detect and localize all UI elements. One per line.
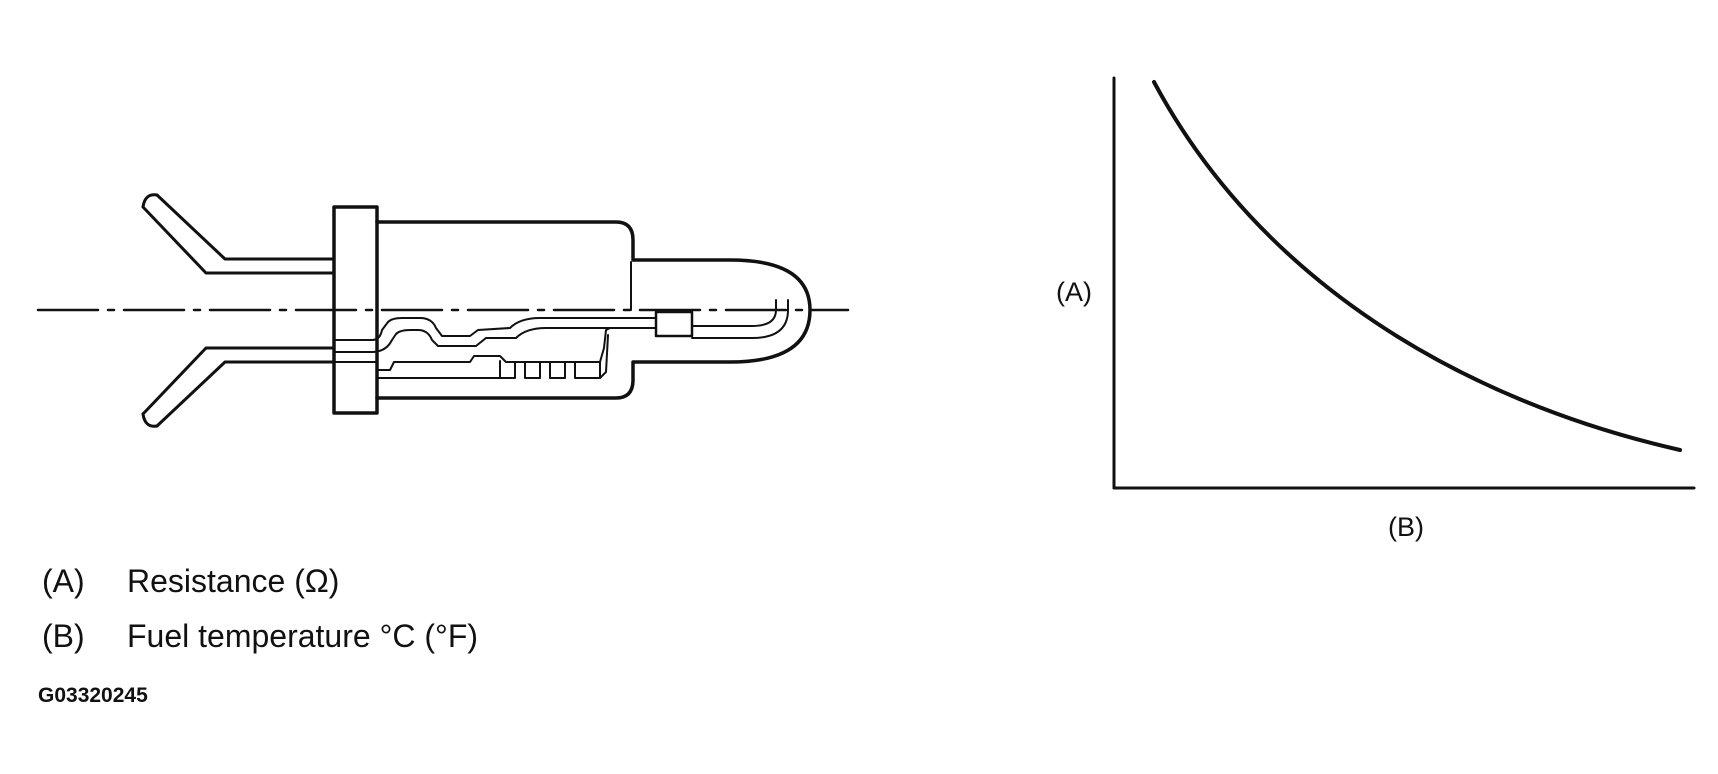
thermistor-element	[654, 310, 694, 338]
legend-text-resistance: Resistance (Ω)	[127, 563, 340, 599]
graph-y-axis-label: (A)	[1056, 277, 1092, 307]
crimp-teeth	[499, 361, 601, 379]
lower-terminal	[141, 346, 336, 428]
legend-key-a: (A)	[42, 563, 85, 599]
sensor-body	[375, 220, 812, 400]
legend-text-fuel-temperature: Fuel temperature °C (°F)	[127, 618, 479, 654]
resistance-temperature-graph	[1112, 76, 1696, 490]
legend-key-b: (B)	[42, 618, 85, 654]
resistance-curve	[1152, 80, 1682, 452]
figure-code: G03320245	[38, 684, 148, 707]
graph-x-axis-label: (B)	[1388, 512, 1424, 542]
upper-terminal	[141, 193, 336, 275]
